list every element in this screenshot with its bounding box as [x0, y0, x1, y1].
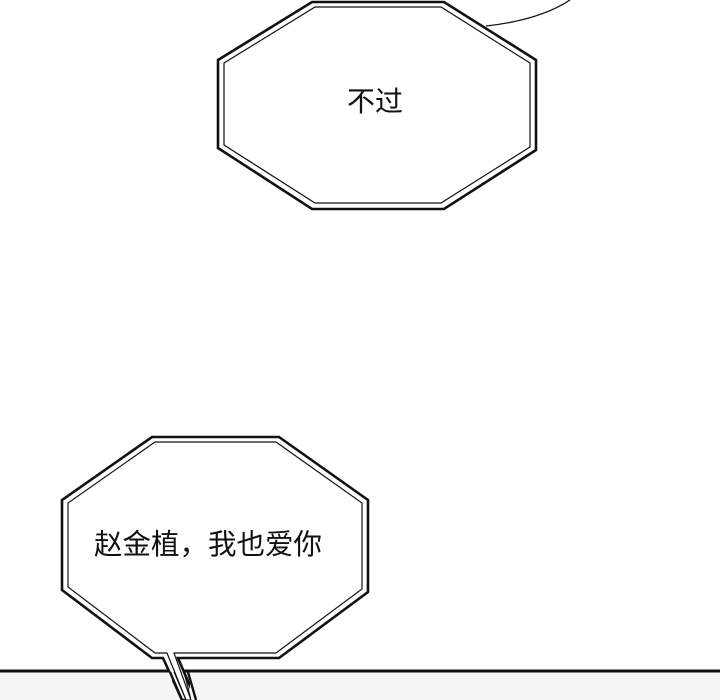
speech-bubble-1-text: 不过: [347, 85, 404, 118]
bubble-connector-curve: [485, 0, 571, 27]
speech-bubble-2: [0, 435, 720, 700]
speech-bubble-1: [216, 0, 538, 211]
speech-bubble-2-text: 赵金植，我也爱你: [94, 528, 323, 561]
